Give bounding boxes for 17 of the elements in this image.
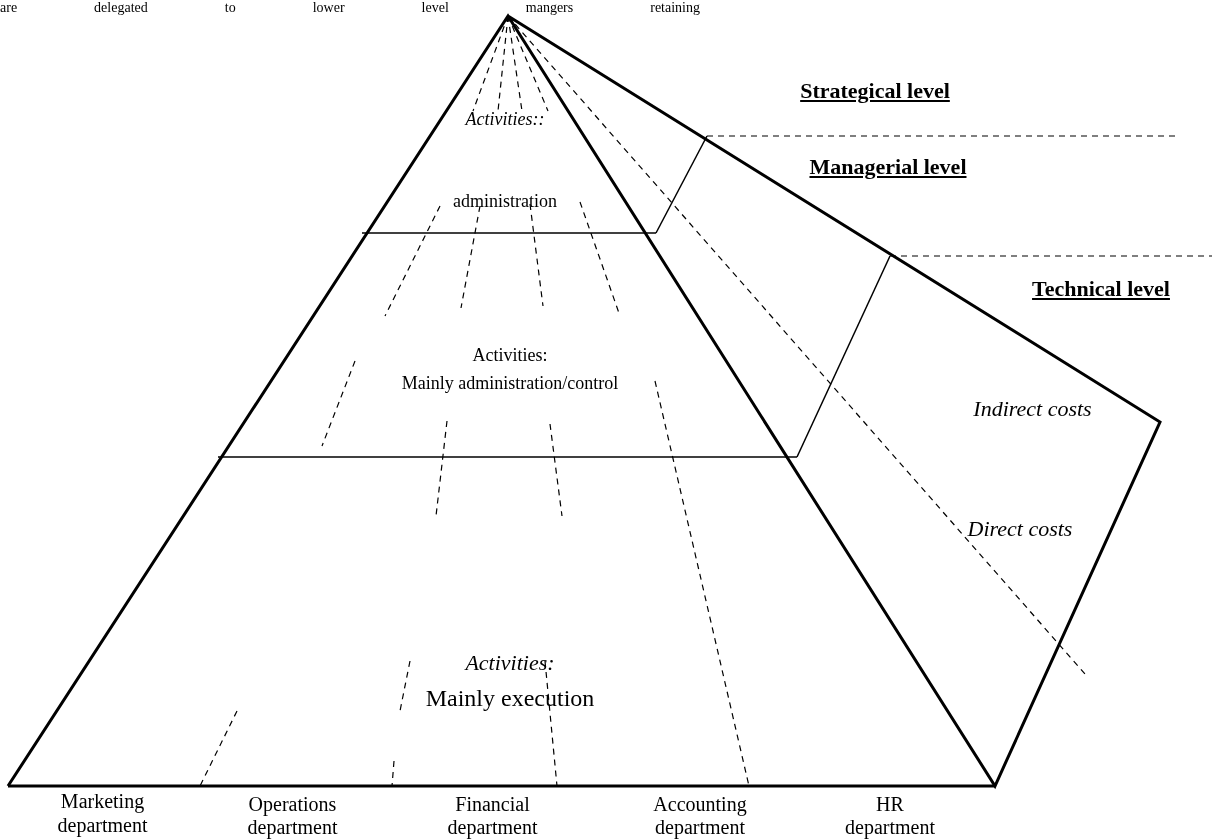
- level-label: Technical level: [1031, 275, 1171, 303]
- cost-label: Direct costs: [966, 515, 1074, 543]
- activity-heading: Activities:: [463, 649, 556, 677]
- department-label: Operations department: [246, 793, 339, 839]
- department-label: Financial department: [446, 793, 539, 839]
- body-text: are delegated to lower level mangers retaining: [0, 0, 700, 16]
- department-label: Marketing department: [56, 789, 149, 837]
- cost-label: Indirect costs: [972, 395, 1093, 423]
- activity-heading: Activities::: [463, 108, 546, 131]
- department-label: HR department: [844, 793, 936, 839]
- activity-heading: Activities:: [471, 344, 549, 367]
- level-label: Strategical level: [799, 77, 951, 105]
- activity-text: administration: [452, 190, 558, 213]
- activity-text: Mainly administration/control: [400, 372, 620, 395]
- level-label: Managerial level: [808, 153, 968, 181]
- activity-text: Mainly execution: [424, 684, 596, 713]
- department-label: Accounting department: [652, 793, 748, 839]
